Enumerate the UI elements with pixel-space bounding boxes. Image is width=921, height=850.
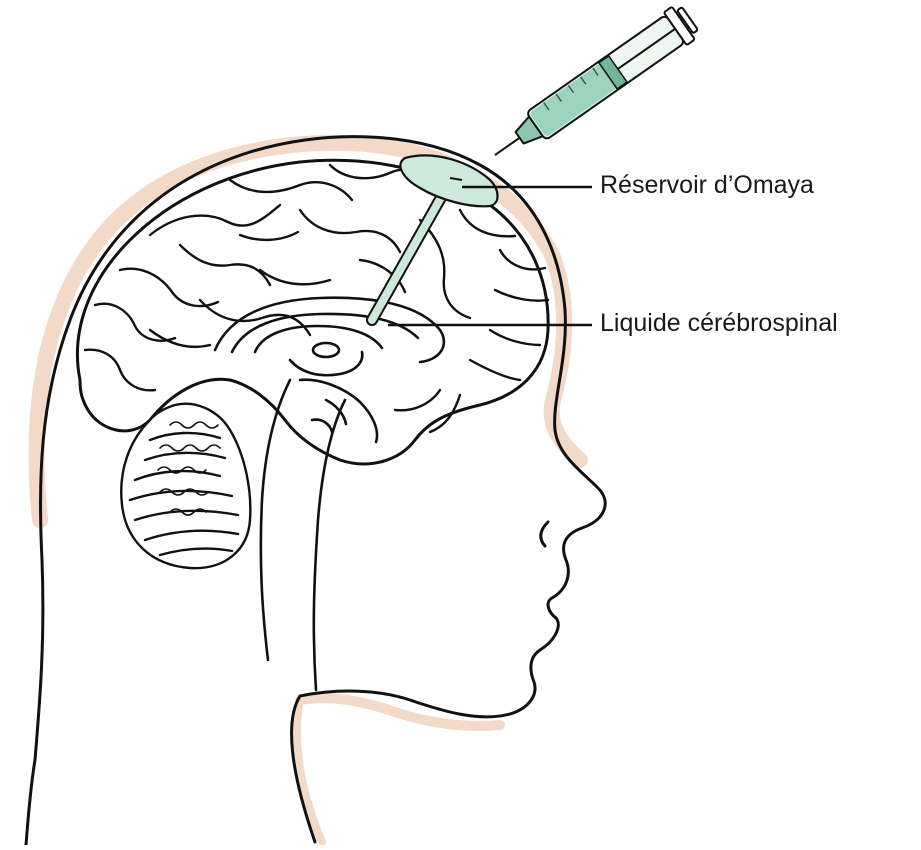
syringe-icon: [484, 2, 702, 171]
reservoir-label: Réservoir d’Omaya: [600, 173, 814, 198]
nostril-detail: [541, 522, 548, 546]
neck-back-outline: [26, 760, 35, 845]
csf-label: Liquide cérébrospinal: [600, 311, 838, 336]
neck-skin-shadow: [300, 698, 500, 726]
